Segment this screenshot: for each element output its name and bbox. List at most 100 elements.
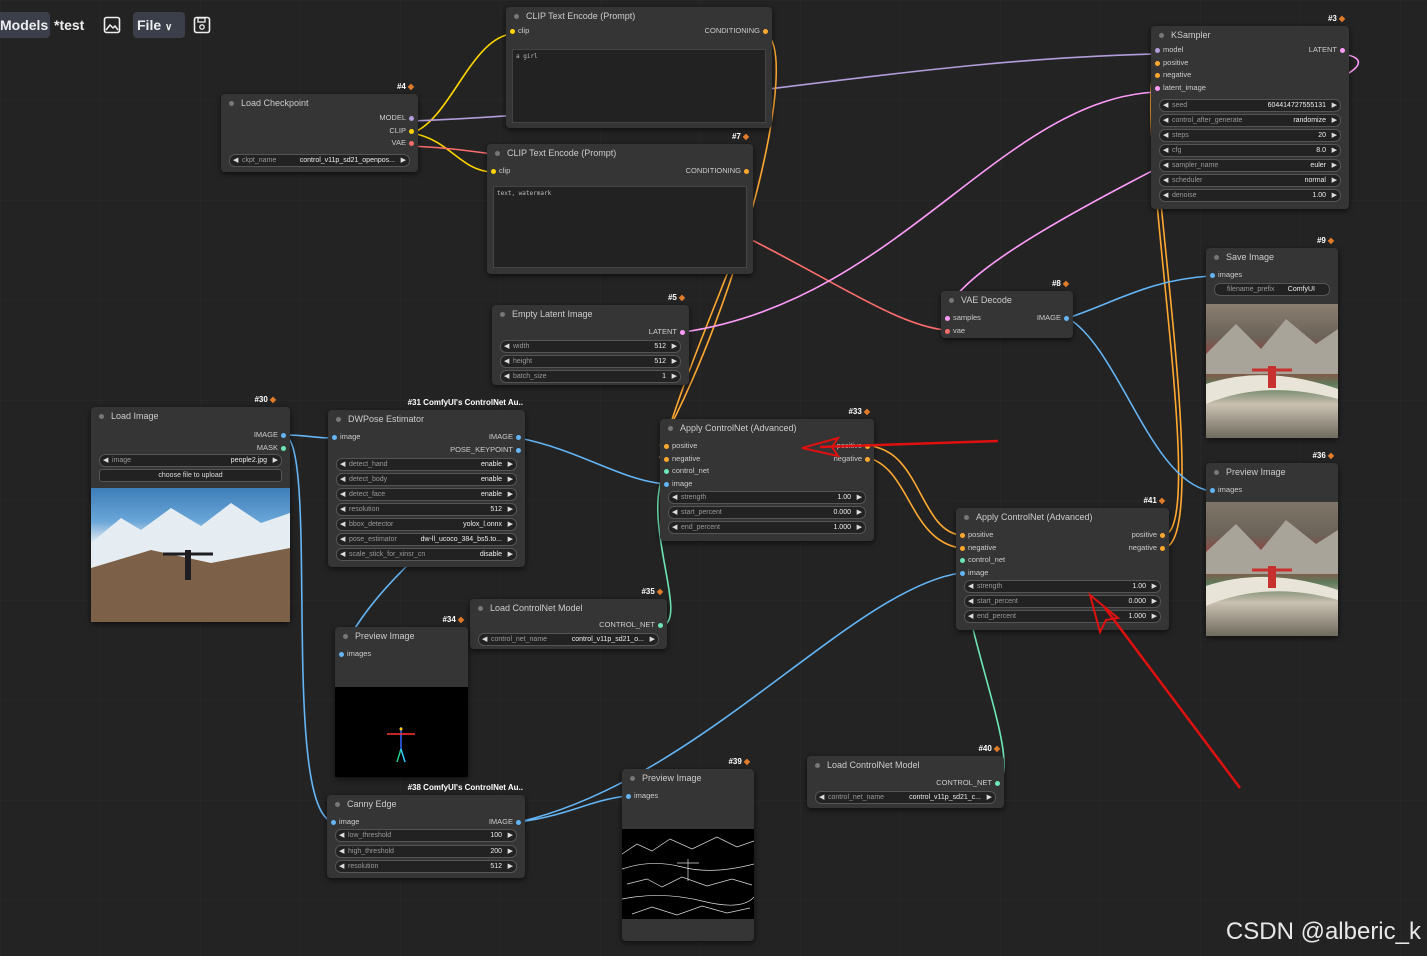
node-load-controlnet-35[interactable]: #35◆ Load ControlNet Model CONTROL_NET ◀… bbox=[470, 587, 667, 649]
node-load-controlnet-40[interactable]: #40◆ Load ControlNet Model CONTROL_NET ◀… bbox=[807, 744, 1004, 808]
output-mask[interactable]: MASK bbox=[91, 442, 290, 455]
upload-button[interactable]: choose file to upload bbox=[99, 469, 282, 482]
node-dwpose-estimator[interactable]: #31 ComfyUI's ControlNet Au.. DWPose Est… bbox=[328, 398, 525, 567]
input-clip[interactable]: clip CONDITIONING bbox=[487, 165, 753, 178]
node-title: Preview Image bbox=[1206, 463, 1338, 481]
node-id: #31 ComfyUI's ControlNet Au.. bbox=[407, 398, 523, 407]
input-images[interactable]: images bbox=[1206, 484, 1338, 497]
node-id: #33◆ bbox=[848, 407, 870, 416]
file-menu-label: File bbox=[137, 17, 162, 33]
node-preview-image-pose[interactable]: #34◆ Preview Image images bbox=[335, 615, 468, 777]
input-vae[interactable]: vae bbox=[941, 325, 1073, 338]
node-load-checkpoint[interactable]: #4◆ Load Checkpoint MODEL CLIP VAE ◀ckpt… bbox=[221, 82, 418, 172]
input-images[interactable]: images bbox=[1206, 269, 1338, 282]
prompt-textarea[interactable]: a girl bbox=[512, 49, 766, 123]
node-id: #39◆ bbox=[728, 757, 750, 766]
input-images[interactable]: images bbox=[622, 790, 754, 803]
node-id: #8◆ bbox=[1051, 279, 1069, 288]
save-icon[interactable] bbox=[193, 12, 213, 38]
input-control-net[interactable]: control_net bbox=[956, 554, 1169, 567]
output-model[interactable]: MODEL bbox=[221, 112, 418, 125]
workflow-name[interactable]: *test bbox=[54, 17, 85, 33]
output-clip[interactable]: CLIP bbox=[221, 125, 418, 138]
file-menu-button[interactable]: File ∨ bbox=[133, 12, 185, 38]
output-latent[interactable]: LATENT bbox=[492, 326, 689, 339]
node-clip-text-encode-positive[interactable]: CLIP Text Encode (Prompt) clip CONDITION… bbox=[506, 7, 772, 128]
input-image[interactable]: image bbox=[956, 567, 1169, 580]
output-pose-keypoint[interactable]: POSE_KEYPOINT bbox=[328, 444, 525, 457]
node-clip-text-encode-negative[interactable]: #7◆ CLIP Text Encode (Prompt) clip CONDI… bbox=[487, 132, 753, 274]
canny-preview-image bbox=[622, 829, 754, 919]
output-vae[interactable]: VAE bbox=[221, 137, 418, 150]
node-title: Preview Image bbox=[622, 769, 754, 787]
prompt-textarea[interactable]: text, watermark bbox=[493, 186, 747, 268]
node-title: DWPose Estimator bbox=[328, 410, 525, 428]
node-preview-image-canny[interactable]: #39◆ Preview Image images bbox=[622, 757, 754, 941]
input-images[interactable]: images bbox=[335, 648, 468, 661]
input-positive[interactable]: positive bbox=[1151, 57, 1349, 70]
image-icon[interactable] bbox=[103, 12, 123, 38]
output-control-net[interactable]: CONTROL_NET bbox=[470, 619, 667, 632]
output-control-net[interactable]: CONTROL_NET bbox=[807, 777, 1004, 790]
wire-conditioning bbox=[659, 33, 778, 447]
node-canny-edge[interactable]: #38 ComfyUI's ControlNet Au.. Canny Edge… bbox=[327, 783, 525, 878]
input-image[interactable]: image bbox=[660, 478, 874, 491]
wire-image bbox=[518, 795, 628, 823]
annotation-arrow-top bbox=[801, 436, 999, 458]
node-apply-controlnet-41[interactable]: #41◆ Apply ControlNet (Advanced) positiv… bbox=[956, 496, 1169, 630]
output-image[interactable]: IMAGE bbox=[91, 429, 290, 442]
preview-image bbox=[1206, 502, 1338, 636]
node-title: CLIP Text Encode (Prompt) bbox=[506, 7, 772, 25]
input-clip[interactable]: clip CONDITIONING bbox=[506, 25, 772, 38]
node-id: #3◆ bbox=[1327, 14, 1345, 23]
node-preview-image-result[interactable]: #36◆ Preview Image images bbox=[1206, 451, 1338, 636]
models-button[interactable]: Models bbox=[0, 12, 50, 38]
input-negative[interactable]: negative bbox=[1151, 69, 1349, 82]
input-latent-image[interactable]: latent_image bbox=[1151, 82, 1349, 95]
wire-conditioning bbox=[868, 457, 961, 549]
input-control-net[interactable]: control_net bbox=[660, 465, 874, 478]
